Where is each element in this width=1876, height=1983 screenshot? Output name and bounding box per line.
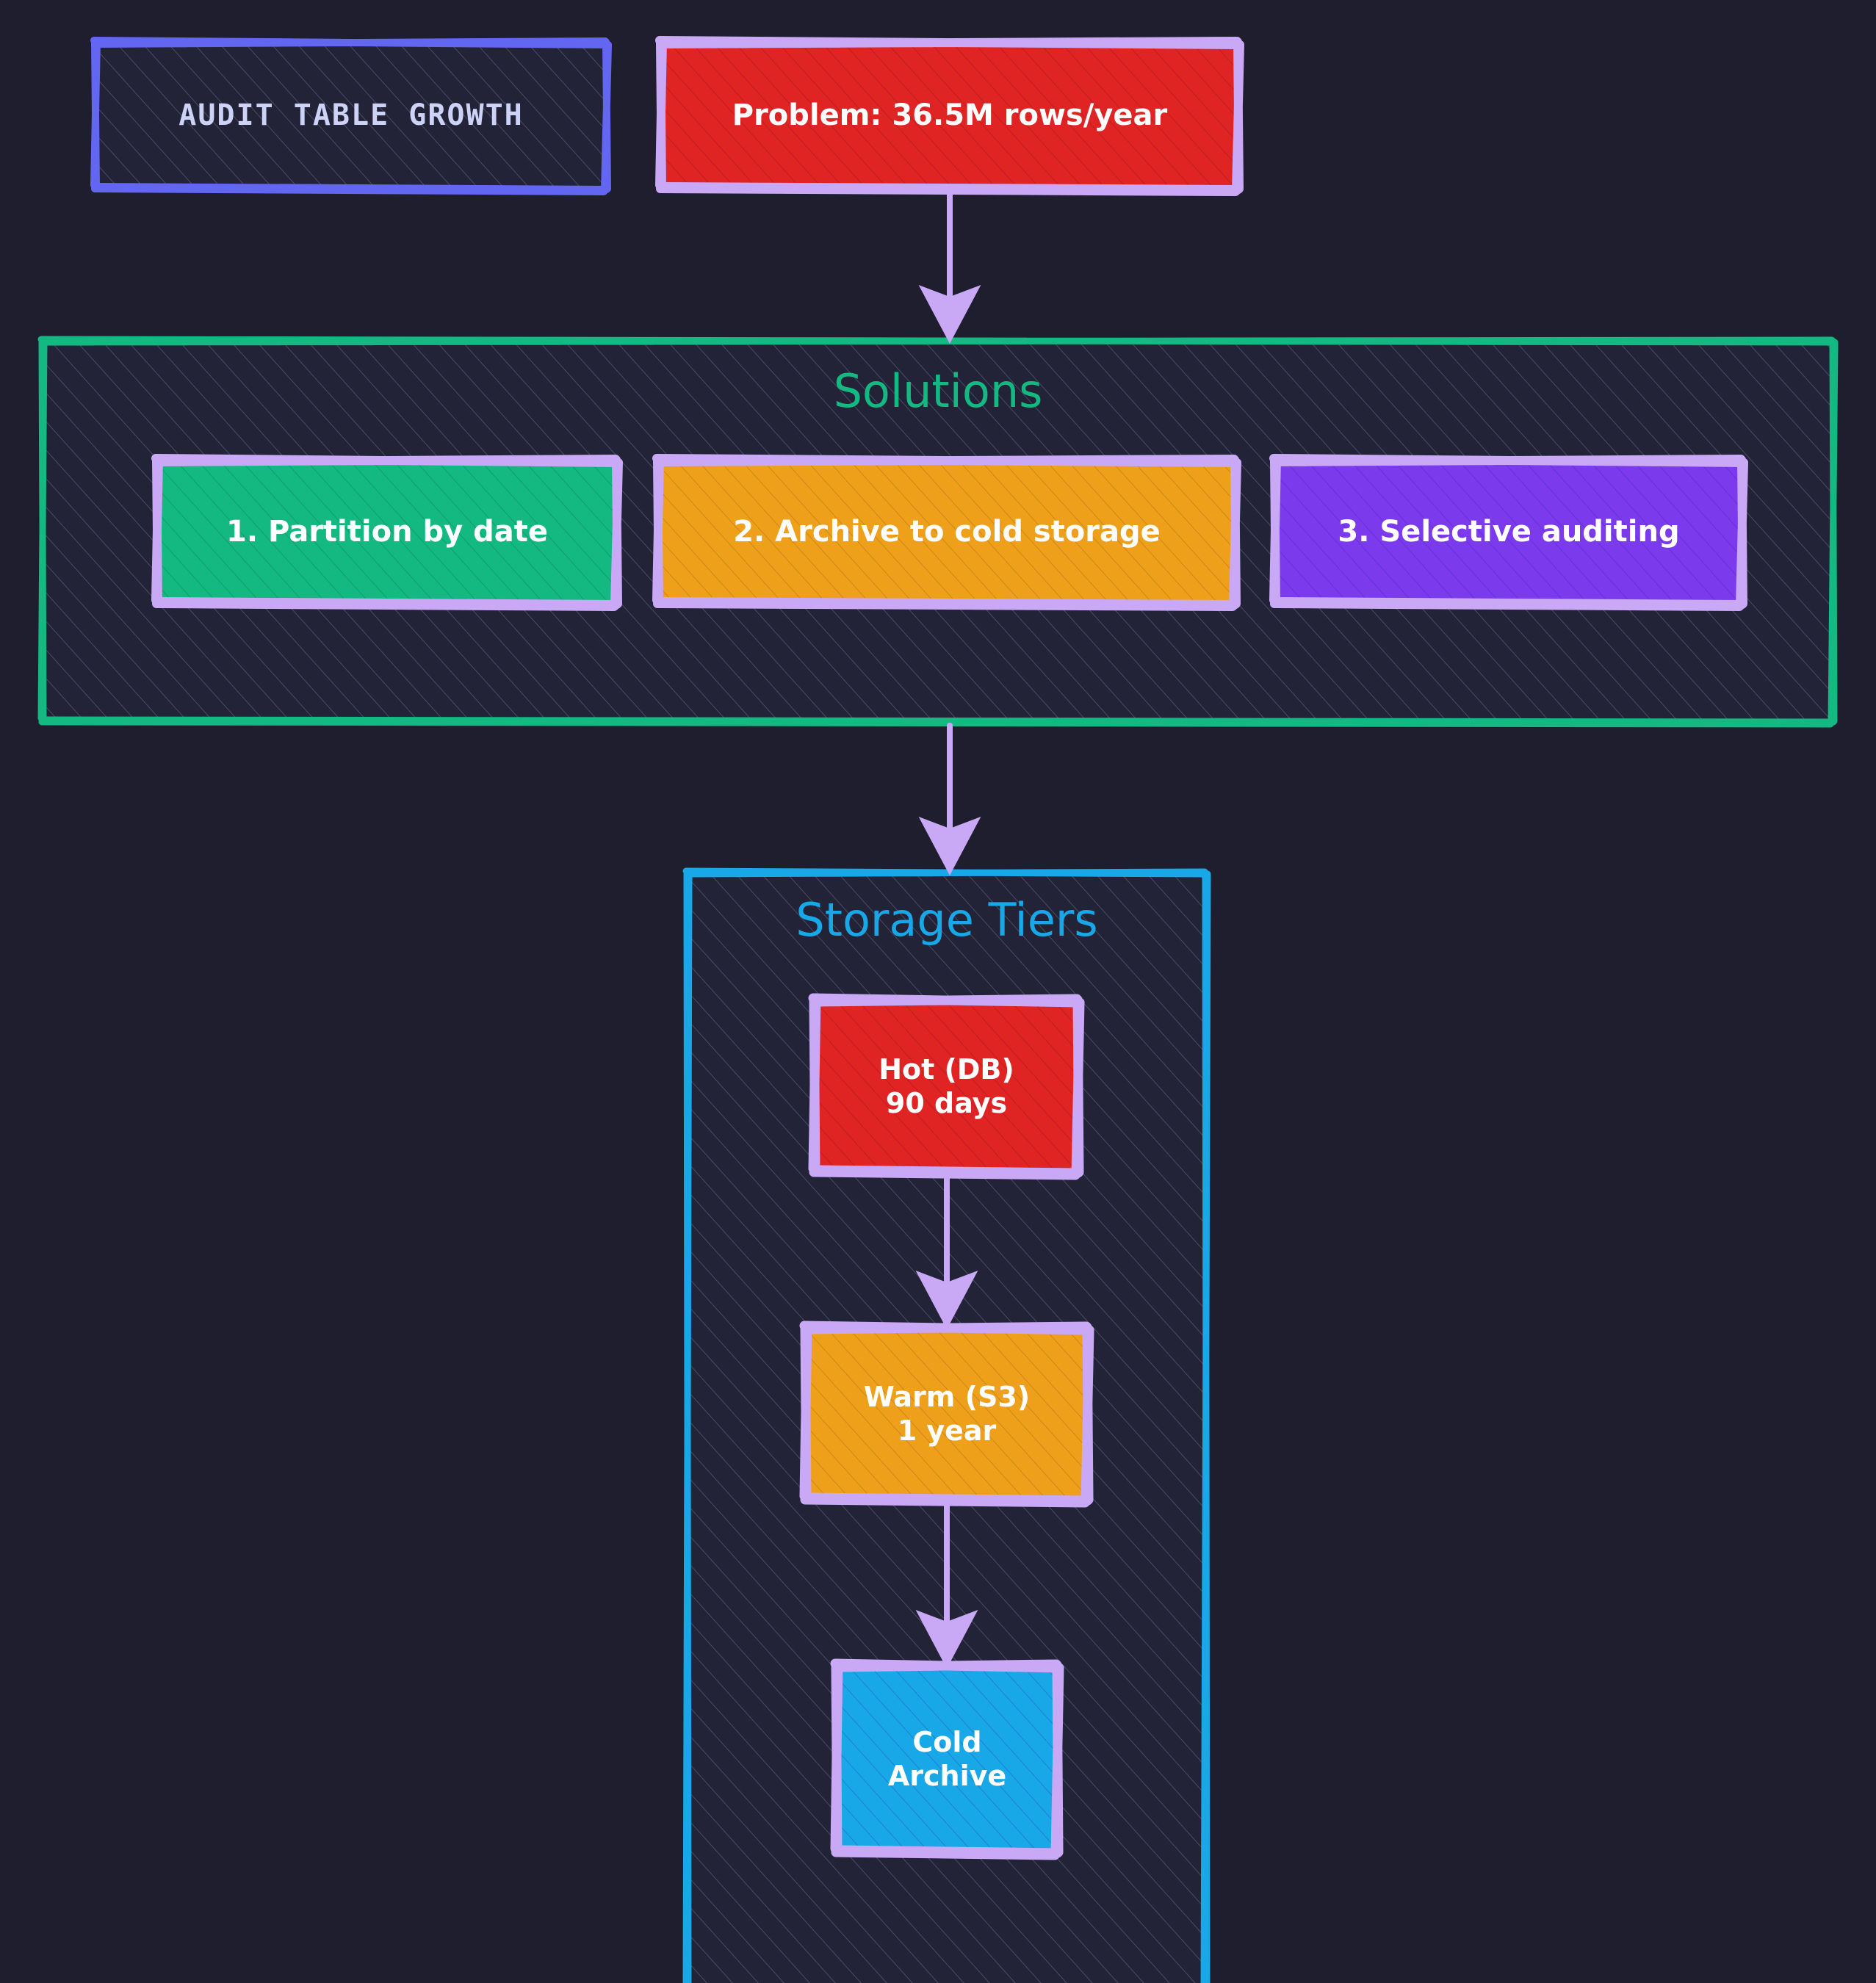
title-node-shape xyxy=(90,37,612,195)
solution-node-1-shape xyxy=(151,454,623,611)
tier-node-cold-shape xyxy=(830,1658,1064,1860)
tier-node-hot-shape xyxy=(808,993,1085,1180)
solution-node-3-shape xyxy=(1269,454,1748,611)
problem-node-shape xyxy=(655,36,1244,196)
solution-node-2-shape xyxy=(652,454,1241,611)
tier-node-warm-shape xyxy=(799,1321,1094,1508)
